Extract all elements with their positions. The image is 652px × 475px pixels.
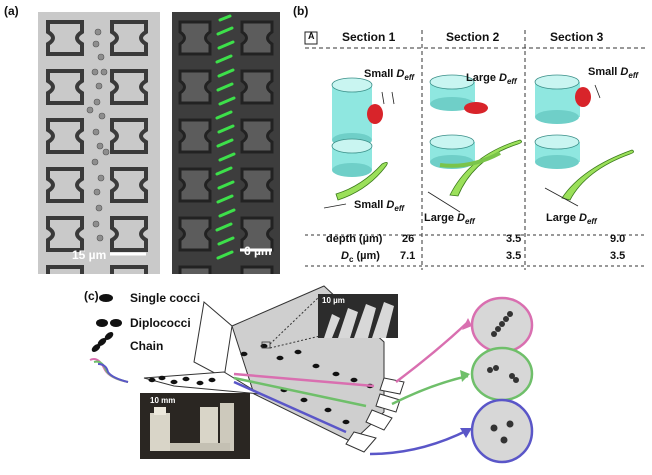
scale-bar-label-right: 6 µm [244, 244, 272, 258]
brightfield-micrograph [38, 12, 160, 274]
s1-bottom-deff: Small Deff [354, 199, 405, 214]
dc-value-s3: 3.5 [610, 250, 626, 262]
s3-bottom-deff: Large Deff [546, 212, 597, 227]
dc-row-label: Dc (µm) [341, 250, 380, 265]
output-micrograph-purple [470, 398, 534, 464]
s2-top-deff: Large Deff [466, 72, 517, 87]
section-diagram [304, 30, 645, 270]
section-2-title: Section 2 [446, 30, 500, 44]
scale-bar-label-left: 15 µm [72, 248, 107, 262]
inset-scale-label: 10 µm [322, 296, 345, 305]
photo-scale-label: 10 mm [150, 396, 176, 405]
section-1-title: Section 1 [342, 30, 396, 44]
panel-a-label: (a) [4, 4, 19, 18]
section1-cylinders [323, 77, 395, 209]
output-micrograph-green [470, 346, 534, 402]
dc-value-s2: 3.5 [506, 250, 522, 262]
sem-inset [318, 294, 398, 338]
section-3-title: Section 3 [550, 30, 604, 44]
depth-row-label: depth (µm) [326, 233, 383, 245]
legend-single-cocci: Single cocci [130, 291, 201, 305]
panel-b-label: (b) [293, 4, 309, 18]
s3-top-deff: Small Deff [588, 66, 639, 81]
legend-diplococci: Diplococci [130, 316, 191, 330]
section2-cylinders [427, 74, 522, 213]
s1-top-deff: Small Deff [364, 68, 415, 83]
panel-c-label: (c) [84, 289, 99, 303]
device-photo [140, 393, 250, 459]
dc-value-s1: 7.1 [400, 250, 416, 262]
output-micrograph-pink [470, 296, 534, 354]
box-letter: A [308, 31, 315, 41]
section3-cylinders [534, 74, 634, 207]
depth-value-s3: 9.0 [610, 233, 626, 245]
s2-bottom-deff: Large Deff [424, 212, 475, 227]
legend-chain: Chain [130, 339, 164, 353]
depth-value-s2: 3.5 [506, 233, 522, 245]
depth-value-s1: 26 [402, 233, 415, 245]
fluorescence-micrograph [172, 12, 280, 274]
